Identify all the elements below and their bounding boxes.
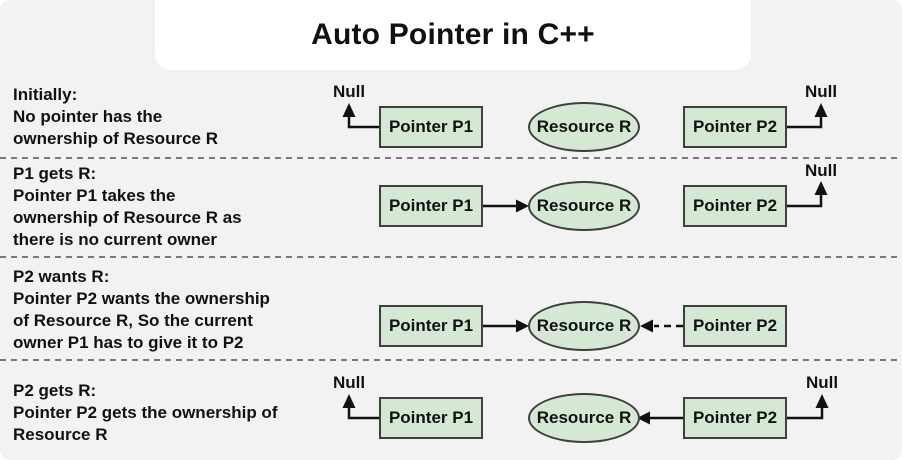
row1-caption-line: No pointer has the [13, 107, 163, 126]
row2-null-right-label: Null [804, 161, 838, 180]
row1-p1-to-null-connector [347, 117, 379, 129]
row-separator-2 [0, 256, 902, 258]
row4-null-left-label: Null [332, 373, 366, 392]
row3-caption-line: P2 wants R: [13, 267, 110, 286]
row1-right-null-arrowhead [814, 103, 828, 117]
row3-resource-node: Resource R [528, 301, 640, 351]
row1-left-null-arrowhead [342, 103, 356, 117]
row1-null-left-label: Null [332, 82, 366, 101]
row4-pointer-p1-node: Pointer P1 [379, 397, 483, 439]
row-separator-3 [0, 359, 902, 361]
row4-resource-node: Resource R [528, 393, 640, 443]
row2-caption-line: P1 gets R: [13, 164, 97, 183]
row1-caption: Initially: No pointer has the ownership … [13, 84, 218, 150]
row3-caption: P2 wants R: Pointer P2 wants the ownersh… [13, 266, 270, 354]
row-separator-1 [0, 157, 902, 159]
title-card: Auto Pointer in C++ [155, 0, 751, 70]
row2-resource-node: Resource R [528, 181, 640, 231]
row2-p2-to-null-connector [787, 195, 823, 208]
row1-caption-line: Initially: [13, 85, 78, 104]
row4-left-null-arrowhead [342, 394, 356, 408]
row1-resource-node: Resource R [528, 102, 640, 152]
row4-pointer-p2-node: Pointer P2 [683, 397, 787, 439]
row1-p2-to-null-connector [787, 117, 823, 129]
row4-p1-to-null-connector [347, 408, 379, 420]
row2-pointer-p1-node: Pointer P1 [379, 185, 483, 227]
row3-caption-line: of Resource R, So the current [13, 311, 253, 330]
row1-pointer-p1-node: Pointer P1 [379, 106, 483, 148]
row1-null-right-label: Null [804, 82, 838, 101]
row4-right-null-arrowhead [815, 394, 829, 408]
row2-right-null-arrowhead [814, 181, 828, 195]
row4-caption: P2 gets R: Pointer P2 gets the ownership… [13, 380, 277, 446]
row1-caption-line: ownership of Resource R [13, 129, 218, 148]
row4-caption-line: P2 gets R: [13, 381, 97, 400]
row3-p2-arrowhead [640, 319, 653, 333]
row2-caption: P1 gets R: Pointer P1 takes the ownershi… [13, 163, 242, 251]
row4-p2-arrowhead [637, 411, 650, 425]
row4-p2-to-null-connector [787, 408, 824, 420]
row4-null-right-label: Null [805, 373, 839, 392]
row2-caption-line: Pointer P1 takes the [13, 186, 176, 205]
row4-caption-line: Resource R [13, 425, 108, 444]
page-title: Auto Pointer in C++ [311, 18, 595, 51]
row3-pointer-p1-node: Pointer P1 [379, 305, 483, 347]
row3-caption-line: Pointer P2 wants the ownership [13, 289, 270, 308]
row2-caption-line: there is no current owner [13, 230, 218, 249]
row4-caption-line: Pointer P2 gets the ownership of [13, 403, 278, 422]
row3-caption-line: owner P1 has to give it to P2 [13, 333, 244, 352]
row3-pointer-p2-node: Pointer P2 [683, 305, 787, 347]
row2-pointer-p2-node: Pointer P2 [683, 185, 787, 227]
row2-p1-arrowhead [516, 199, 529, 213]
row3-p1-arrowhead [516, 319, 529, 333]
row1-pointer-p2-node: Pointer P2 [683, 106, 787, 148]
row2-caption-line: ownership of Resource R as [13, 208, 242, 227]
